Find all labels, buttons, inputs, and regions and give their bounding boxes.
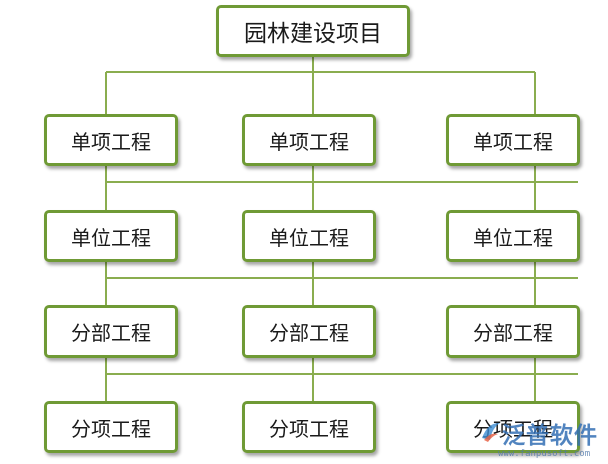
node-label: 单项工程 — [269, 129, 349, 154]
node-level3-center: 分部工程 — [242, 305, 376, 358]
node-level2-right: 单位工程 — [446, 210, 580, 262]
node-level3-left: 分部工程 — [44, 305, 178, 358]
brand-logo-icon — [482, 422, 500, 442]
node-label: 单项工程 — [71, 129, 151, 154]
node-level4-left: 分项工程 — [44, 401, 178, 453]
node-label: 单项工程 — [473, 129, 553, 154]
node-level1-left: 单项工程 — [44, 114, 178, 166]
node-level1-right: 单项工程 — [446, 114, 580, 166]
root-node-label: 园林建设项目 — [244, 21, 382, 47]
root-node: 园林建设项目 — [216, 5, 410, 57]
node-label: 分部工程 — [71, 321, 151, 345]
node-level4-center: 分项工程 — [242, 401, 376, 453]
watermark: 泛普软件 www.fanpusoft.com — [478, 416, 606, 462]
node-level2-center: 单位工程 — [242, 210, 376, 262]
watermark-brand: 泛普软件 — [502, 423, 598, 449]
watermark-url: www.fanpusoft.com — [498, 449, 591, 459]
node-label: 分项工程 — [269, 416, 349, 441]
node-label: 单位工程 — [473, 225, 553, 250]
connector-lines — [105, 56, 578, 401]
node-label: 分部工程 — [269, 321, 349, 345]
node-level3-right: 分部工程 — [446, 305, 580, 358]
node-level1-center: 单项工程 — [242, 114, 376, 166]
node-label: 分项工程 — [71, 416, 151, 441]
node-label: 单位工程 — [71, 225, 151, 250]
node-level4-right: 分项工程 — [446, 401, 580, 453]
node-level2-left: 单位工程 — [44, 210, 178, 262]
node-label: 单位工程 — [269, 225, 349, 250]
node-label: 分部工程 — [473, 321, 553, 345]
